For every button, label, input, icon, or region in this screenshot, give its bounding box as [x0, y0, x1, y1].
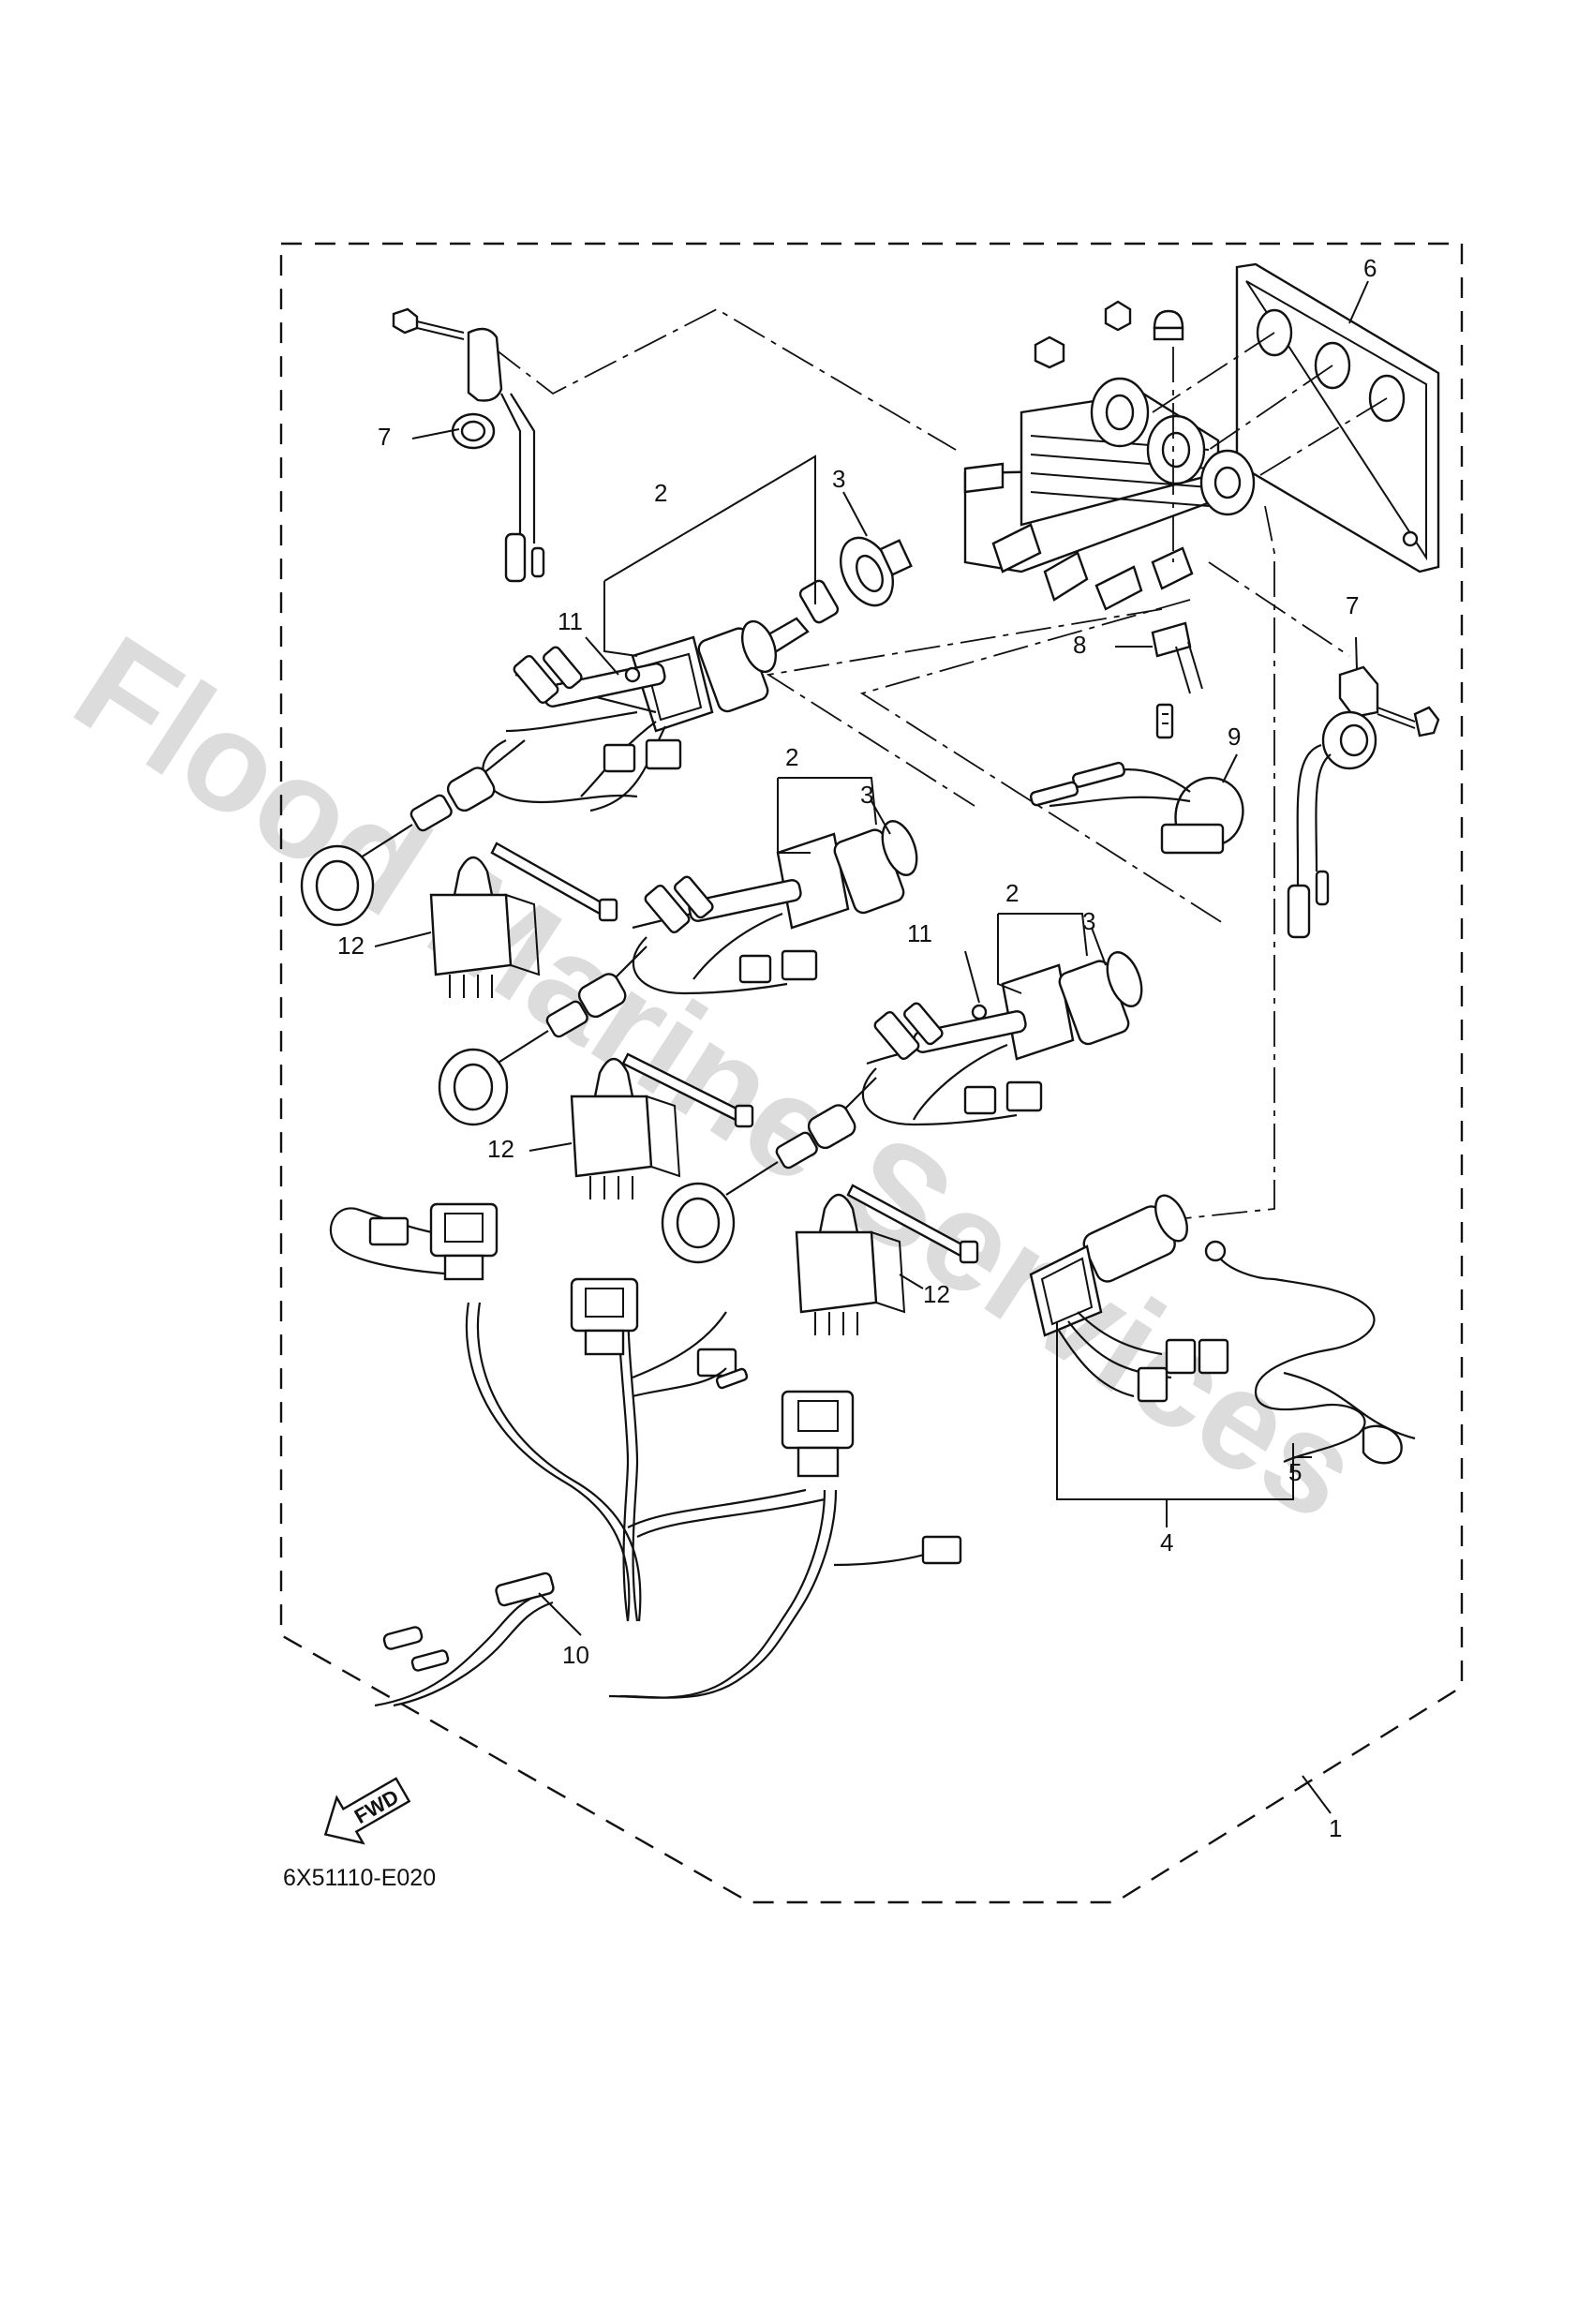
cable-tie-1 — [490, 842, 618, 922]
watermark: Flood Marine Services — [50, 605, 1387, 1550]
fwd-arrow: FWD — [323, 1777, 411, 1845]
main-switch-lower — [661, 951, 1143, 1264]
callout-11-lower: 11 — [907, 919, 932, 947]
callout-11-upper: 11 — [558, 607, 583, 635]
mounting-plate — [1235, 262, 1440, 574]
callout-9: 9 — [1228, 723, 1241, 751]
callout-2-upper: 2 — [654, 479, 667, 507]
callout-2-lower: 2 — [1005, 879, 1019, 907]
cable-tie-2 — [621, 1052, 754, 1128]
leader-lines-bracket — [491, 307, 1388, 1219]
wiring-harness — [329, 1202, 962, 1707]
callout-2-middle: 2 — [785, 743, 798, 771]
relay-lower — [795, 1193, 906, 1335]
wire-clamp-right — [1287, 665, 1440, 939]
drawing-code: 6X51110-E020 — [283, 1865, 436, 1891]
callout-4: 4 — [1160, 1528, 1173, 1557]
callout-7-right: 7 — [1346, 591, 1359, 619]
assembly-boundary — [279, 242, 1464, 1904]
callout-leaders — [374, 280, 1369, 1814]
bracket-and-buzzer — [1029, 621, 1244, 855]
callout-3-middle: 3 — [860, 781, 873, 809]
callout-12-upper: 12 — [337, 931, 365, 960]
relay-upper — [429, 856, 541, 998]
callout-labels: 6 7 2 3 11 8 7 9 2 3 12 2 3 11 12 12 5 4… — [337, 254, 1377, 1842]
switch-bracket — [963, 377, 1256, 611]
cable-tie-3 — [846, 1184, 979, 1264]
stop-switch-assembly — [1029, 1194, 1416, 1465]
callout-3-upper: 3 — [832, 465, 845, 493]
wire-clamp-left — [392, 307, 545, 583]
callout-7-left: 7 — [378, 423, 391, 451]
callout-5: 5 — [1288, 1458, 1302, 1486]
callout-10: 10 — [562, 1641, 589, 1669]
main-switch-middle — [438, 820, 918, 1126]
nuts — [1034, 300, 1184, 369]
callout-1: 1 — [1329, 1814, 1342, 1842]
callout-6: 6 — [1363, 254, 1377, 282]
callout-12-middle: 12 — [487, 1135, 514, 1163]
relay-middle — [570, 1057, 681, 1199]
callout-3-lower: 3 — [1082, 907, 1095, 935]
main-switch-upper — [300, 536, 913, 927]
callout-12-lower: 12 — [923, 1280, 950, 1308]
callout-8: 8 — [1073, 631, 1086, 659]
